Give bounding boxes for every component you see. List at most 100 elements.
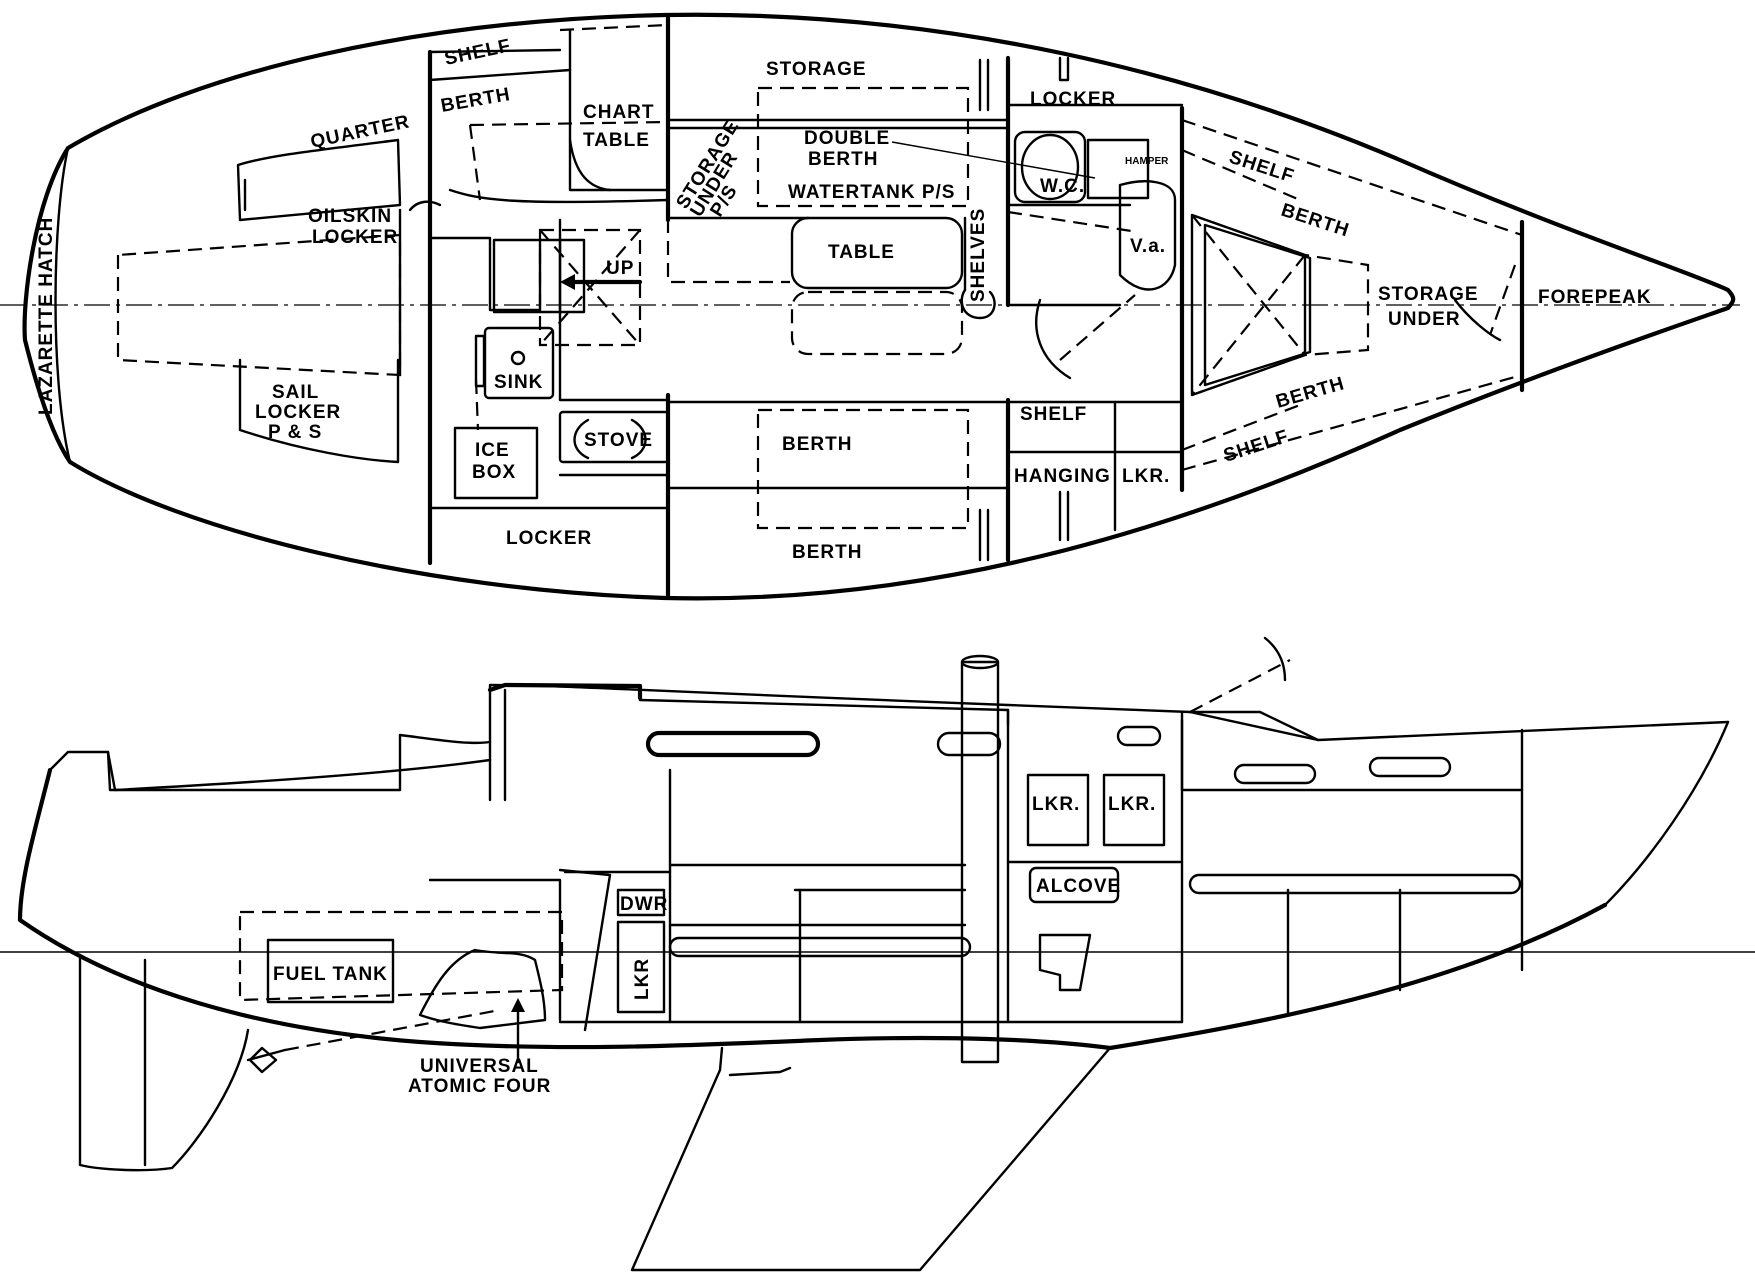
prop-shaft: [246, 1048, 287, 1062]
label-watertank: WATERTANK P/S: [788, 182, 955, 203]
label-storage-fwd-2: UNDER: [1388, 309, 1461, 330]
label-storage-top: STORAGE: [766, 59, 867, 80]
portlight-head: [1116, 725, 1162, 747]
up-arrow-head: [560, 274, 575, 290]
berth-dash: [469, 120, 669, 127]
companion-x2: [539, 229, 641, 346]
galley-counter: [428, 236, 542, 312]
forepeak-door: [1488, 264, 1517, 336]
portlight-saloon: [645, 730, 821, 758]
cabin-sole-edge: [448, 188, 670, 204]
label-shelf-aft: SHELF: [443, 35, 513, 70]
settee-cushion: [668, 936, 972, 958]
door-swing: [1035, 298, 1072, 380]
companionway-dash: [538, 228, 642, 347]
double-berth-dash: [756, 86, 970, 208]
transom-line: [54, 146, 72, 464]
label-fuel-tank: FUEL TANK: [273, 964, 388, 985]
label-ice-2: BOX: [472, 462, 516, 483]
vberth-cushion-profile: [1188, 873, 1522, 895]
label-berth-v-bottom: BERTH: [1274, 373, 1348, 413]
label-shelf-mid: SHELF: [1020, 404, 1087, 425]
label-shelves: SHELVES: [968, 208, 989, 302]
fuel-tank-box: [266, 938, 395, 1004]
label-forepeak: FOREPEAK: [1538, 287, 1652, 308]
label-locker-head: LOCKER: [1030, 89, 1116, 110]
shelf-line-2: [428, 68, 572, 82]
mast: [960, 660, 1000, 1064]
wc-bowl-outer: [1013, 130, 1087, 204]
oilskin-arrow: [408, 200, 442, 212]
saloon-table-top: [790, 216, 964, 290]
chart-table-curve: [568, 138, 612, 192]
v-berth-x: [1191, 214, 1306, 396]
keel-fin: [630, 1046, 1112, 1272]
shelf-line: [428, 48, 562, 54]
toilet-profile: [1038, 933, 1092, 992]
locker-post: [1058, 56, 1070, 82]
engine-box: [428, 878, 562, 1022]
label-locker-aft: LOCKER: [506, 528, 592, 549]
label-wc: W.C.: [1040, 176, 1085, 197]
hamper-box: [1086, 138, 1150, 200]
vanity-basin: [1118, 180, 1177, 291]
faucet: [474, 334, 486, 388]
hatch-arc-line: [1189, 659, 1291, 713]
keel-root: [728, 1066, 792, 1077]
locker-lkr-galley: [616, 920, 666, 1014]
berth-post: [978, 508, 990, 562]
rudder: [78, 953, 250, 1172]
galley-edge: [558, 218, 670, 402]
shelf-dash: [559, 23, 669, 32]
wc-bowl: [1020, 133, 1080, 201]
v-berth-dash: [1191, 213, 1370, 397]
berth-dash-2: [468, 124, 482, 201]
label-shelf-fwd-top: SHELF: [1226, 147, 1296, 188]
label-berth-quarter: BERTH: [439, 84, 512, 117]
label-lkr-hanging: LKR.: [1122, 466, 1170, 487]
label-ice-1: ICE: [475, 440, 510, 461]
locker-2: [1102, 773, 1166, 847]
label-lkr-2: LKR.: [1108, 794, 1156, 815]
cockpit-coaming: [106, 733, 492, 792]
label-sail-1: SAIL: [272, 382, 319, 403]
portlight-vberth-2: [1368, 756, 1452, 778]
storage-under-dash: [666, 175, 790, 284]
shelf-fwd-bottom-dash: [1181, 373, 1523, 472]
label-storage-fwd-1: STORAGE: [1378, 284, 1479, 305]
label-hamper: HAMPER: [1125, 156, 1169, 167]
label-engine-2: ATOMIC FOUR: [408, 1076, 551, 1097]
label-oilskin-1: OILSKIN: [308, 206, 392, 227]
plan-hull-outline: [22, 12, 1736, 601]
foredeck-hatch: [1188, 710, 1320, 742]
label-berth-v-top: BERTH: [1278, 200, 1351, 242]
label-sail-2: LOCKER: [255, 402, 341, 423]
v-berth-cushion-inner: [1203, 223, 1312, 387]
label-alcove: ALCOVE: [1036, 876, 1121, 897]
stove-burner-1: [573, 418, 590, 460]
alcove-box: [1028, 866, 1120, 904]
drawer-dwr: [616, 888, 666, 917]
label-oilskin-2: LOCKER: [312, 227, 398, 248]
profile-view: FUEL TANK DWR LKR LKR. LKR. ALCOVE UNIVE…: [0, 636, 1755, 1272]
portlight-vberth-1: [1233, 763, 1317, 785]
label-chart-2: TABLE: [583, 130, 650, 151]
engine-arrow-head: [511, 998, 525, 1012]
hatch-arc: [1263, 636, 1287, 682]
saloon-table-leaf: [790, 290, 964, 356]
shelf-fwd-top-dash: [1181, 118, 1523, 237]
label-double-1: DOUBLE: [804, 128, 890, 149]
label-sink: SINK: [494, 372, 543, 393]
mast-base: [960, 288, 996, 320]
hull-bottom: [17, 767, 1608, 1051]
galley-shape: [558, 868, 612, 1032]
label-chart-1: CHART: [583, 102, 655, 123]
door-dash: [1059, 294, 1136, 361]
locker-1: [1026, 773, 1090, 847]
label-table: TABLE: [828, 242, 895, 263]
mast-top: [960, 654, 1000, 670]
label-berth-bottom: BERTH: [792, 542, 862, 563]
double-berth-leader: [891, 141, 1096, 179]
plan-view: LAZARETTE HATCH SHELF QUARTER BERTH OILS…: [0, 12, 1740, 601]
atomic-four-engine: [418, 948, 547, 1030]
